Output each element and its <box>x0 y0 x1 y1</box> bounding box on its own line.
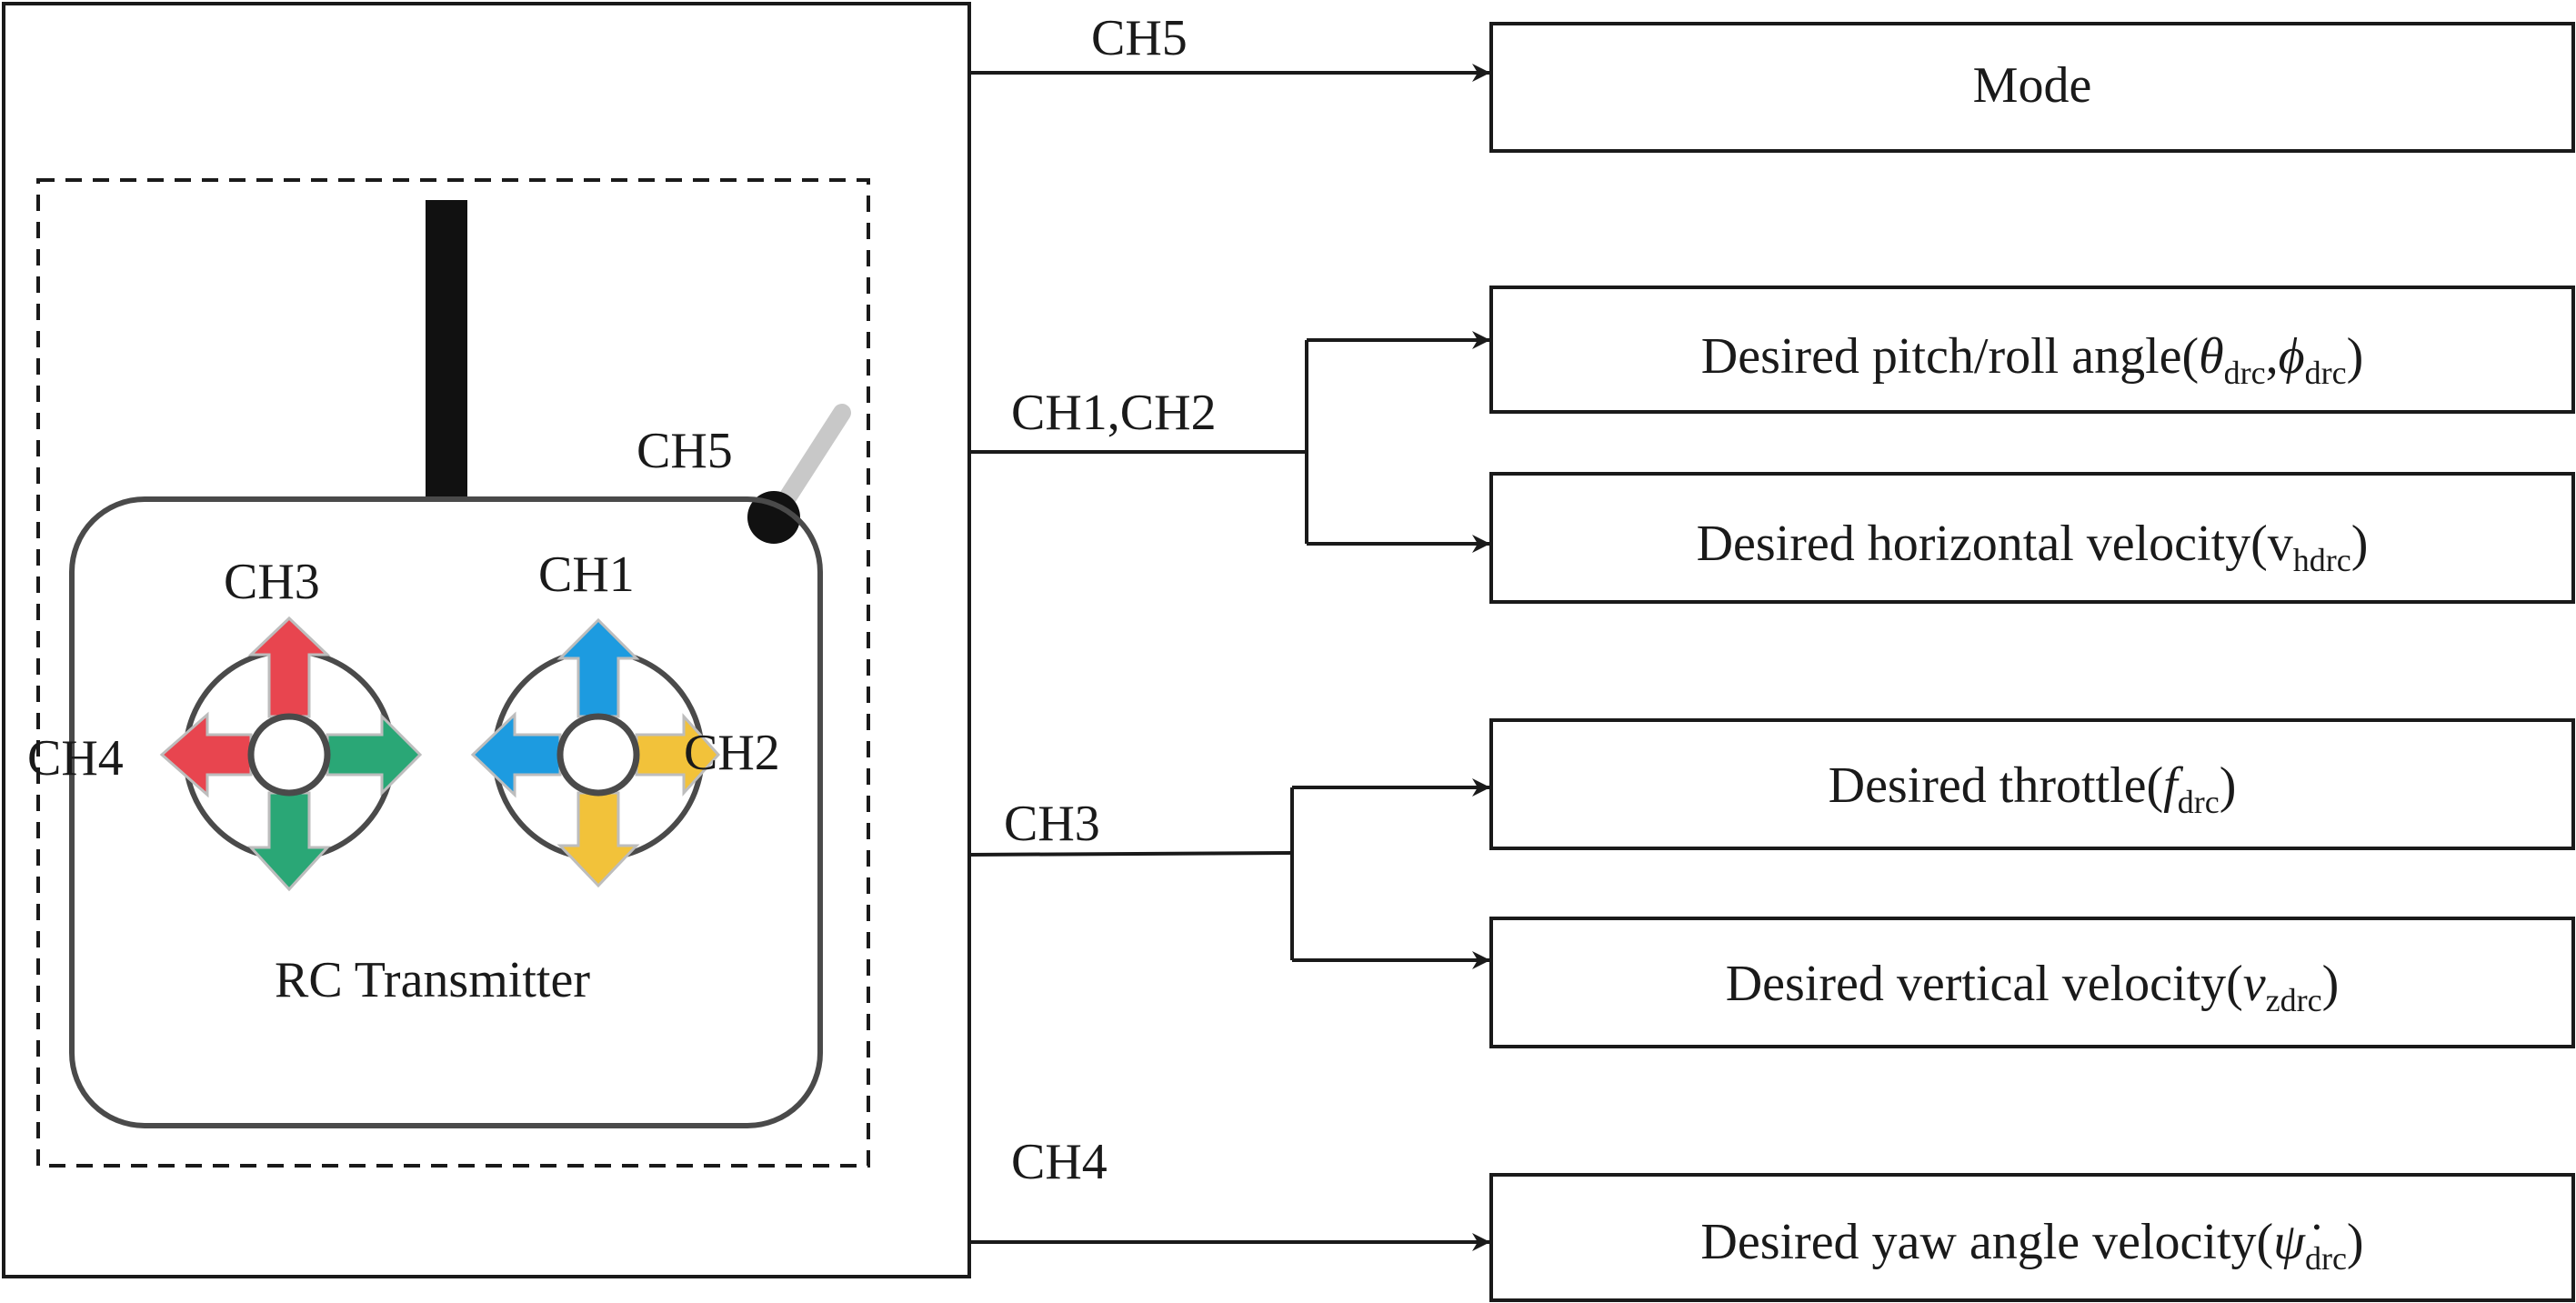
horizontal-velocity-label: Desired horizontal velocity(vhdrc) <box>1697 516 2369 578</box>
ch5-switch-label: CH5 <box>636 423 733 479</box>
antenna <box>426 200 467 500</box>
right-stick-center <box>556 713 640 797</box>
throttle-box[interactable] <box>1489 718 2575 850</box>
throttle-label: Desired throttle(fdrc) <box>1829 757 2237 820</box>
ch3-trunk <box>968 851 1293 857</box>
left-stick-center <box>247 713 331 797</box>
right-stick-up-arrow <box>556 617 640 718</box>
mode-label: Mode <box>1973 57 2092 114</box>
dashed-frame <box>36 178 870 1168</box>
ch2-stick-label: CH2 <box>684 725 780 781</box>
ch4-stick-label: CH4 <box>27 730 124 787</box>
right-stick-left-arrow <box>470 711 562 798</box>
pitch-roll-box[interactable] <box>1489 286 2575 414</box>
vertical-velocity-box[interactable] <box>1489 917 2575 1048</box>
horizontal-velocity-box[interactable] <box>1489 472 2575 604</box>
left-stick-left-arrow <box>159 711 253 798</box>
left-stick-up-arrow <box>247 616 331 718</box>
yaw-velocity-label: Desired yaw angle velocity(ψ̇drc) <box>1700 1214 2363 1277</box>
ch3-stick-label: CH3 <box>224 554 320 610</box>
right-stick[interactable] <box>470 617 721 888</box>
transmitter-label: RC Transmitter <box>275 952 590 1008</box>
pitch-roll-label: Desired pitch/roll angle(θdrc,ϕdrc) <box>1701 328 2363 391</box>
ch5-switch-knob <box>747 491 800 544</box>
ch3-channel-label: CH3 <box>1004 796 1100 852</box>
right-stick-down-arrow <box>556 791 640 888</box>
outer-frame <box>2 2 971 1278</box>
ch1-stick-label: CH1 <box>538 546 635 603</box>
left-stick-right-arrow <box>326 713 423 797</box>
left-stick[interactable] <box>159 616 423 892</box>
vertical-velocity-label: Desired vertical velocity(vzdrc) <box>1726 956 2340 1018</box>
transmitter-body[interactable] <box>69 496 823 1128</box>
right-stick-right-arrow <box>635 713 721 797</box>
left-stick-down-arrow <box>247 791 331 892</box>
yaw-velocity-box[interactable] <box>1489 1173 2575 1302</box>
ch5-channel-label: CH5 <box>1091 10 1188 66</box>
mode-box[interactable] <box>1489 22 2575 153</box>
ch1ch2-channel-label: CH1,CH2 <box>1011 385 1217 441</box>
ch4-channel-label: CH4 <box>1011 1134 1108 1190</box>
connectors <box>968 64 1490 1251</box>
